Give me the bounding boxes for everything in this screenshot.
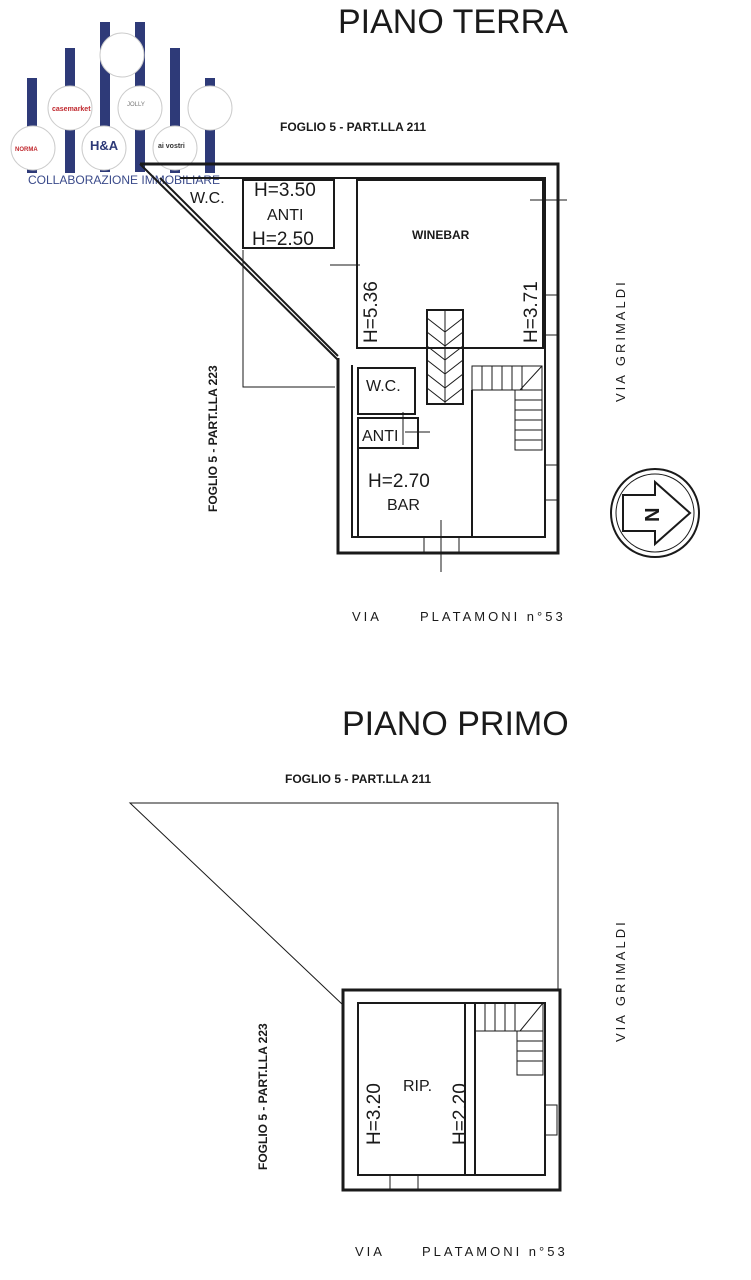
ground-south-street-prefix: VIA (352, 609, 382, 624)
first-floor-plan (128, 802, 562, 1192)
logo-caption: COLLABORAZIONE IMMOBILIARE (28, 173, 220, 187)
room-anti-top-height2: H=2.50 (252, 229, 314, 250)
room-rip: RIP. (403, 1078, 432, 1095)
first-south-street-prefix: VIA (355, 1244, 385, 1259)
first-floor-title: PIANO PRIMO (342, 705, 569, 743)
agency-logo: casemarket JOLLY H&A ai vostri NORMA COL… (10, 22, 233, 187)
ground-south-street-name: PLATAMONI n°53 (420, 609, 566, 624)
room-anti-top-height1: H=3.50 (254, 180, 316, 201)
first-south-street-name: PLATAMONI n°53 (422, 1244, 568, 1259)
svg-text:ai vostri: ai vostri (158, 143, 185, 150)
svg-text:NORMA: NORMA (15, 147, 38, 153)
ground-floor-plan (139, 162, 567, 572)
room-winebar: WINEBAR (412, 228, 470, 242)
first-west-border-label: FOGLIO 5 - PART.LLA 223 (256, 1023, 270, 1170)
ground-west-border-label: FOGLIO 5 - PART.LLA 223 (206, 365, 220, 512)
room-wc-bottom: W.C. (366, 378, 401, 395)
room-wc-top: W.C. (190, 190, 225, 207)
ground-north-border-label: FOGLIO 5 - PART.LLA 211 (280, 120, 426, 134)
svg-text:H&A: H&A (90, 138, 119, 153)
room-winebar-height-left: H=5.36 (361, 281, 382, 343)
room-winebar-height-right: H=3.71 (521, 281, 542, 343)
svg-text:casemarket: casemarket (52, 106, 91, 113)
room-stair-height: H=2.20 (450, 1083, 471, 1145)
svg-text:JOLLY: JOLLY (127, 102, 145, 108)
room-bar-height: H=2.70 (368, 471, 430, 492)
ground-east-street-label: VIA GRIMALDI (613, 279, 628, 402)
north-arrow-icon: N (610, 468, 700, 558)
north-label: N (642, 508, 664, 522)
room-anti-bottom: ANTI (362, 428, 398, 445)
ground-staircase (471, 365, 543, 451)
room-anti-top: ANTI (267, 207, 303, 224)
first-staircase (474, 1002, 544, 1076)
first-north-border-label: FOGLIO 5 - PART.LLA 211 (285, 772, 431, 786)
room-rip-height: H=3.20 (364, 1083, 385, 1145)
room-bar: BAR (387, 497, 420, 514)
ground-floor-title: PIANO TERRA (338, 3, 568, 41)
first-east-street-label: VIA GRIMALDI (613, 919, 628, 1042)
